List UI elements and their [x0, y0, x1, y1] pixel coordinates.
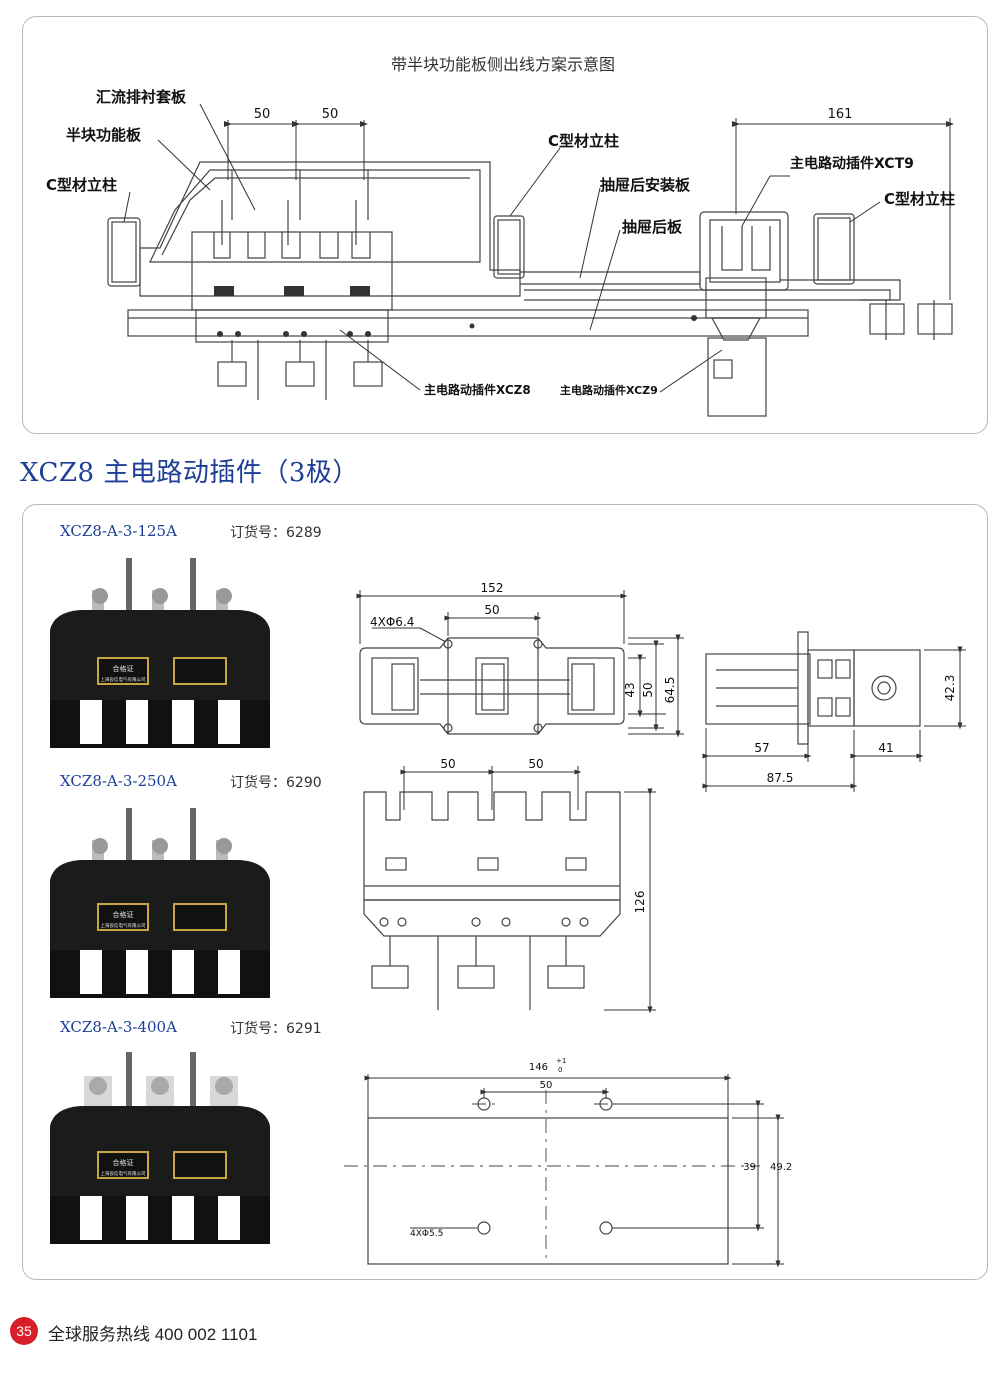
- dim-50-a: 50: [254, 107, 271, 122]
- dim-50-top: 50: [484, 603, 499, 617]
- page-number-badge: 35: [10, 1317, 38, 1345]
- diagram-title: 带半块功能板侧出线方案示意图: [391, 55, 615, 74]
- dim-87-5: 87.5: [767, 771, 794, 785]
- holes-6-4: 4XΦ6.4: [370, 615, 414, 629]
- svg-text:合格证: 合格证: [113, 1158, 134, 1167]
- product-photo-125a: 合格证 上海良信电气有限公司: [50, 558, 270, 748]
- dim-64-5: 64.5: [663, 677, 677, 704]
- svg-text:上海良信电气有限公司: 上海良信电气有限公司: [101, 1170, 146, 1177]
- dim-50-cutout: 50: [540, 1080, 553, 1091]
- product-photo-400a: 合格证 上海良信电气有限公司: [50, 1052, 270, 1244]
- section-title: XCZ8 主电路动插件（3极）: [20, 458, 359, 488]
- order-250a: 订货号：6290: [230, 775, 322, 791]
- dim-161: 161: [828, 107, 853, 122]
- svg-text:上海良信电气有限公司: 上海良信电气有限公司: [101, 676, 146, 683]
- dim-49-2: 49.2: [770, 1162, 792, 1173]
- product-photo-250a: 合格证 上海良信电气有限公司: [50, 808, 270, 998]
- dim-50-v: 50: [641, 682, 655, 697]
- label-c-column-right: C型材立柱: [884, 190, 955, 208]
- label-plug-xcz8: 主电路动插件XCZ8: [424, 382, 531, 397]
- model-125a: XCZ8-A-3-125A: [60, 522, 177, 540]
- label-drawer-rear-plate: 抽屉后板: [622, 218, 683, 236]
- dim-50-front-b: 50: [528, 757, 543, 771]
- model-400a: XCZ8-A-3-400A: [60, 1018, 177, 1036]
- label-half-board: 半块功能板: [66, 126, 142, 144]
- dim-50-front-a: 50: [440, 757, 455, 771]
- dim-42-3: 42.3: [943, 675, 957, 702]
- svg-text:合格证: 合格证: [113, 910, 134, 919]
- top-view-drawing: [359, 637, 625, 735]
- cutout-drawing: [367, 1097, 729, 1265]
- dim-50-b: 50: [322, 107, 339, 122]
- dim-39: 39: [743, 1162, 756, 1173]
- svg-text:0: 0: [558, 1066, 562, 1074]
- order-400a: 订货号：6291: [230, 1021, 322, 1037]
- front-view-drawing: [363, 791, 621, 1010]
- label-busbar-sleeve: 汇流排衬套板: [96, 88, 187, 106]
- dim-57: 57: [754, 741, 769, 755]
- svg-text:合格证: 合格证: [113, 664, 134, 673]
- label-plug-xcz9: 主电路动插件XCZ9: [560, 383, 658, 397]
- dim-146: 146: [529, 1062, 548, 1073]
- service-hotline: 全球服务热线 400 002 1101: [48, 1325, 258, 1344]
- technical-drawings: 152 50 4XΦ6.4 43 50 64.5 57 41 87.5 42.3: [344, 581, 966, 1268]
- model-250a: XCZ8-A-3-250A: [60, 772, 177, 790]
- order-125a: 订货号：6289: [230, 525, 322, 541]
- svg-text:上海良信电气有限公司: 上海良信电气有限公司: [101, 922, 146, 929]
- label-drawer-mount-plate: 抽屉后安装板: [600, 176, 691, 194]
- label-plug-xct9: 主电路动插件XCT9: [790, 155, 914, 172]
- label-c-column-left: C型材立柱: [46, 176, 117, 194]
- schematic-diagram: 带半块功能板侧出线方案示意图 50 50 161 汇流排衬套板 半块功能板 C型…: [46, 55, 955, 417]
- label-c-column-mid: C型材立柱: [548, 132, 619, 150]
- dim-126: 126: [633, 891, 647, 914]
- schematic-panel: [22, 16, 988, 434]
- dim-152: 152: [481, 581, 504, 595]
- dim-41: 41: [878, 741, 893, 755]
- dim-43: 43: [623, 682, 637, 697]
- side-view-drawing: [705, 631, 921, 745]
- svg-text:+1: +1: [556, 1057, 566, 1065]
- holes-5-5: 4XΦ5.5: [410, 1229, 443, 1239]
